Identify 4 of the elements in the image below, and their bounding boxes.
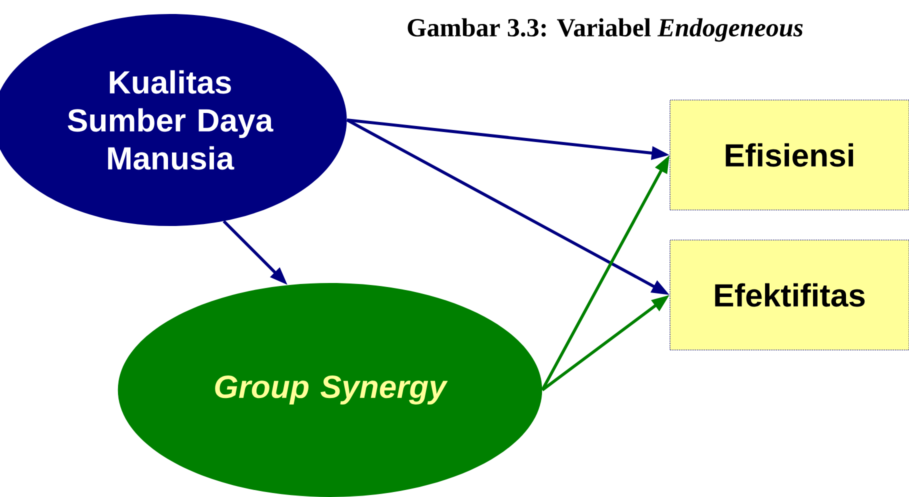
process-box: Efektifitas — [670, 240, 909, 350]
ellipse-node: Group Synergy — [118, 283, 542, 497]
process-box: Efisiensi — [670, 100, 909, 210]
figure-title: Gambar 3.3: Variabel Endogeneous — [408, 18, 803, 42]
